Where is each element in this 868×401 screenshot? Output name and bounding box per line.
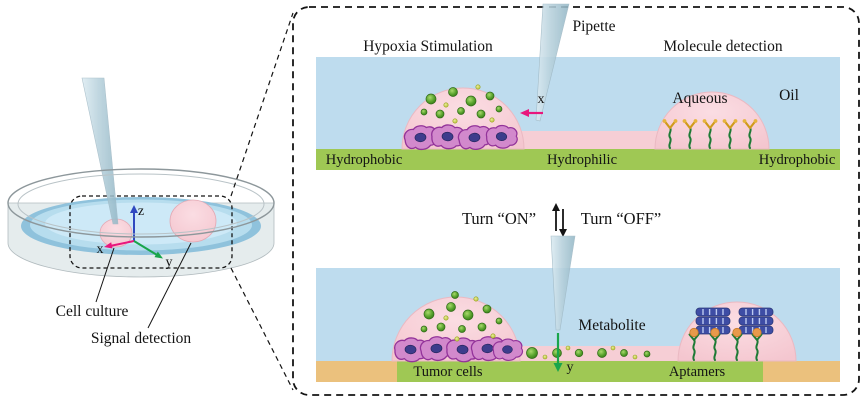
cell-culture-label: Cell culture [56,303,129,320]
bottom-panel: y Metabolite Tumor cells Aptamers [316,235,840,382]
petri-dish: z x y Cell culture Signal detection [7,77,275,347]
axis-x-arrow [104,240,135,249]
aqueous-droplet [654,91,770,150]
equilibrium-arrows-icon [552,203,567,237]
tumor-cells-label: Tumor cells [413,364,483,380]
hydrophobic-left-label: Hydrophobic [326,152,403,168]
axis-y-label: y [166,255,173,270]
x-direction-arrow [520,109,543,117]
axis-z-arrow [130,205,138,241]
zoom-connector-bottom [230,267,294,391]
bottom-substrate-green [397,361,763,382]
signal-detection-droplet [169,199,217,243]
top-panel: x Hypoxia Stimulation Pipette Molecule d… [316,3,840,170]
y-direction-arrow [553,333,563,372]
hypoxia-stimulation-label: Hypoxia Stimulation [363,38,493,55]
zoom-connector-top [230,12,294,197]
metabolite-label: Metabolite [578,317,645,334]
signal-detection-pointer-line [147,242,192,329]
dish-rim-inner [17,173,265,235]
y-direction-label: y [567,360,574,375]
hydrophilic-film [520,131,662,149]
axis-z-label: z [138,204,144,219]
metabolite-dots-top [420,84,503,124]
hydrophilic-label: Hydrophilic [547,152,617,168]
metabolite-trail [526,345,651,360]
signal-detection-label: Signal detection [91,330,192,347]
molecule-detection-label: Molecule detection [663,38,782,55]
equilibrium-row: Turn “ON” Turn “OFF” [462,203,661,237]
cell-culture-pointer-line [95,247,115,303]
axis-y-arrow [133,240,163,259]
axis-x-label: x [97,242,104,257]
aptamers-label: Aptamers [669,364,726,380]
aqueous-label: Aqueous [672,90,727,107]
dish-rim-outer [7,168,275,238]
turn-on-label: Turn “ON” [462,209,536,228]
top-substrate [316,149,840,170]
pipette-label: Pipette [572,18,615,35]
pipette-icon-top [535,3,570,122]
pipette-icon-bottom [550,235,576,331]
metabolite-dots-bottom [420,291,503,342]
hydrophobic-right-label: Hydrophobic [759,152,836,168]
x-direction-label: x [538,92,545,107]
oil-label: Oil [779,87,799,104]
turn-off-label: Turn “OFF” [581,209,662,228]
